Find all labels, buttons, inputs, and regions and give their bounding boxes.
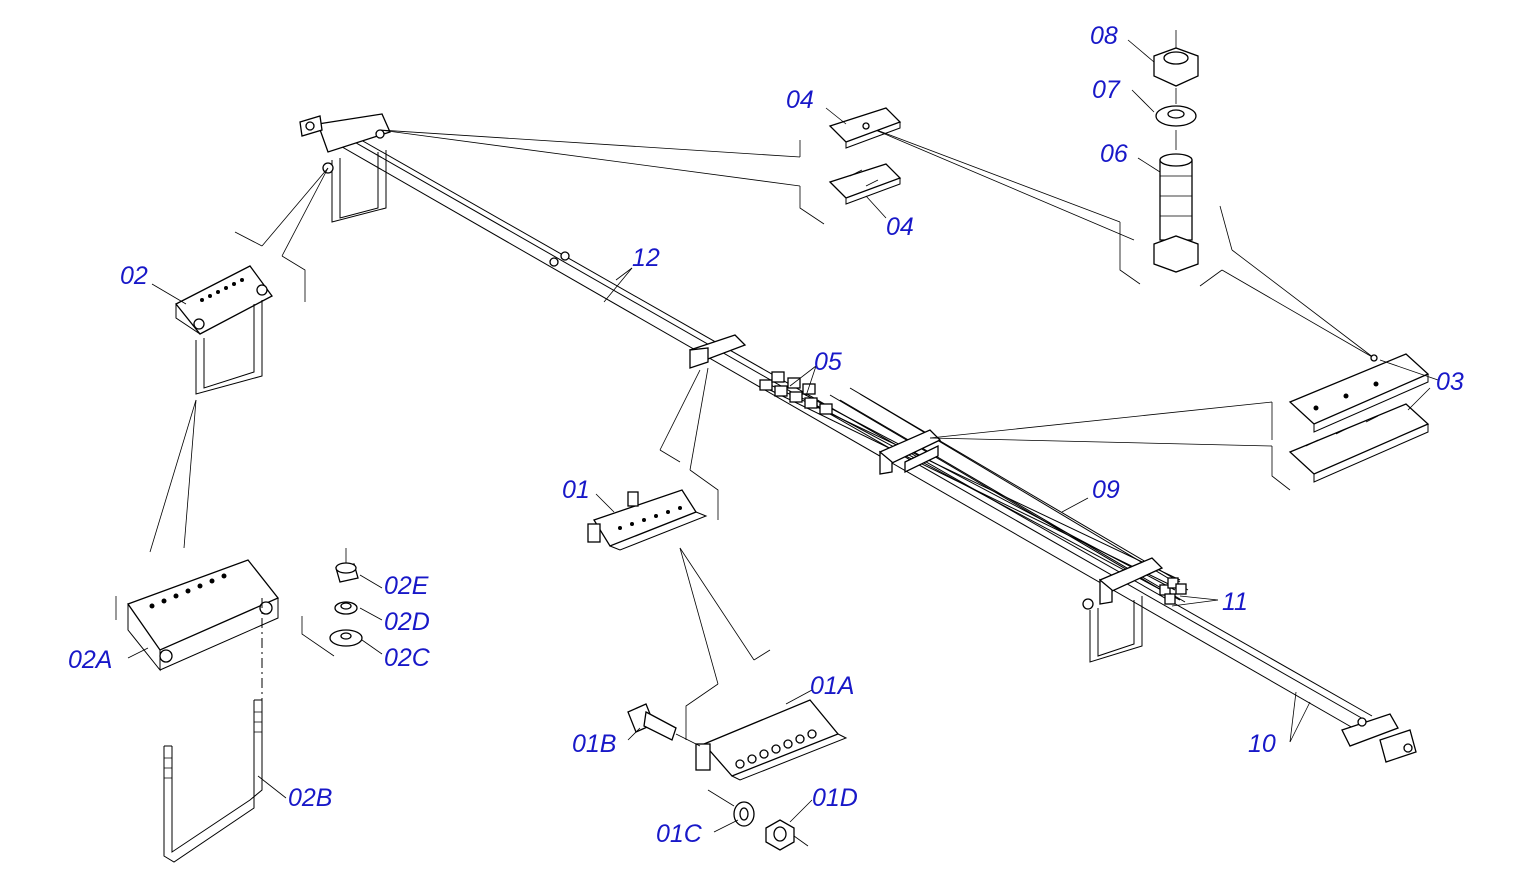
part-04-clamp-bottom [828, 163, 902, 205]
label-04-top: 04 [786, 86, 814, 114]
part-labels: 08 07 06 04 04 02 12 05 03 01 09 02E 11 … [68, 22, 1464, 848]
label-01D: 01D [812, 784, 858, 812]
main-rail-assembly [299, 113, 1417, 763]
label-11: 11 [1222, 588, 1248, 616]
label-01C: 01C [656, 820, 703, 848]
label-08: 08 [1090, 22, 1118, 50]
label-01B: 01B [572, 730, 616, 758]
label-07: 07 [1092, 76, 1121, 104]
label-04-bottom: 04 [886, 213, 914, 241]
part-08-nut [1153, 30, 1199, 87]
explosion-leaders [115, 125, 1375, 740]
part-02-bracket [174, 265, 273, 395]
label-02: 02 [120, 262, 148, 290]
label-02A: 02A [68, 646, 112, 674]
part-01C-washer [733, 801, 755, 827]
part-01-plate [587, 489, 708, 551]
label-02D: 02D [384, 608, 430, 636]
part-02D-lock-washer [334, 601, 358, 615]
label-06: 06 [1100, 140, 1128, 168]
part-03-clamp-top [1288, 353, 1430, 433]
part-02C-flat-washer [329, 629, 363, 647]
pipe-end-fittings-11 [1159, 577, 1187, 605]
part-04-clamp-top [828, 107, 902, 149]
label-12: 12 [632, 244, 660, 272]
label-03: 03 [1436, 368, 1464, 396]
part-07-washer [1155, 88, 1197, 127]
label-01A: 01A [810, 672, 854, 700]
label-02E: 02E [384, 572, 429, 600]
label-10: 10 [1248, 730, 1276, 758]
part-03-clamp-bottom [1288, 403, 1430, 483]
label-02B: 02B [288, 784, 332, 812]
part-06-bolt [1153, 130, 1199, 273]
label-leaders [127, 39, 1439, 833]
part-02E-nut [335, 548, 359, 583]
part-01A-plate [695, 699, 848, 781]
part-02B-u-bolt [163, 699, 263, 863]
part-01D-nut [707, 789, 809, 851]
label-01: 01 [562, 476, 590, 504]
part-01B-bolt [627, 703, 701, 747]
label-09: 09 [1092, 476, 1120, 504]
label-02C: 02C [384, 644, 431, 672]
part-02A-plate [126, 559, 280, 672]
label-05: 05 [814, 348, 842, 376]
